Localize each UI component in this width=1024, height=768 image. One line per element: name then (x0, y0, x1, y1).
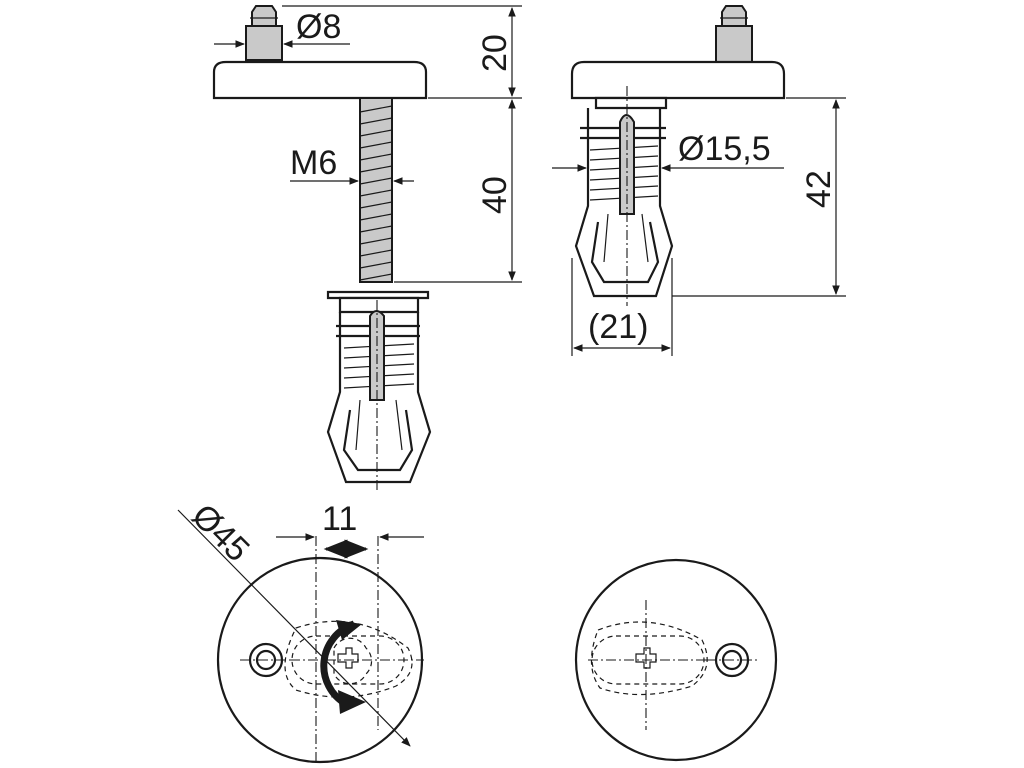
plate-diameter-label: Ø45 (184, 497, 256, 569)
dimension-plate-height: 20 (282, 5, 522, 99)
top-view-adjustable (216, 536, 424, 764)
dimension-plate-diameter: Ø45 (177, 497, 411, 747)
dimension-anchor-width: (21) (571, 258, 673, 356)
anchor-diameter-label: Ø15,5 (678, 130, 771, 168)
rotate-arrow-head-bottom (338, 690, 366, 714)
anchor-length-label: 42 (800, 170, 838, 208)
threaded-bolt (359, 97, 393, 283)
top-view-fixed (574, 558, 778, 762)
dimension-bolt-length: 40 (394, 99, 522, 283)
anchor-width-label: (21) (588, 308, 648, 346)
pin (245, 5, 283, 61)
cover-plate (212, 60, 428, 100)
plate-height-label: 20 (476, 34, 514, 72)
dimension-anchor-diameter: Ø15,5 (552, 130, 784, 172)
assembled-side-view (570, 5, 786, 306)
bolt-length-label: 40 (476, 176, 514, 214)
dimension-anchor-length: 42 (672, 97, 846, 297)
slot-offset-label: 11 (322, 500, 357, 538)
expansion-anchor (326, 290, 432, 492)
bolt-assembly-side-view (212, 5, 432, 492)
phillips-screw-icon (337, 647, 359, 669)
phillips-screw-icon-right (635, 647, 657, 669)
dimension-pin-diameter: Ø8 (214, 8, 350, 48)
dimension-thread: M6 (290, 144, 414, 185)
pin-diameter-label: Ø8 (296, 8, 341, 46)
dimension-slot-offset: 11 (276, 500, 424, 559)
pin-right (715, 5, 753, 63)
cover-plate-right (570, 60, 786, 100)
rotate-arrow-head-top (336, 620, 362, 640)
thread-label: M6 (290, 144, 337, 182)
